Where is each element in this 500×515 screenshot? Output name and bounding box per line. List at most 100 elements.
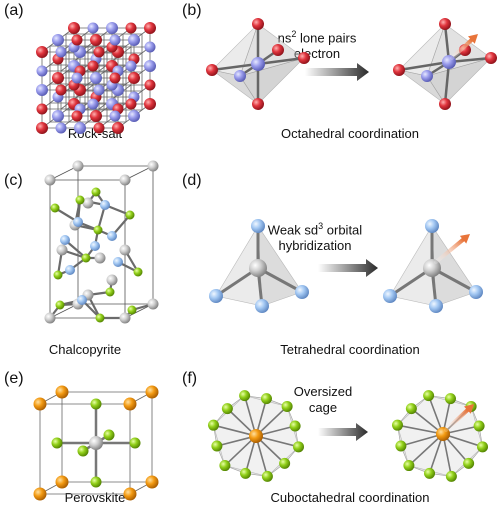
lblue-atom <box>77 295 87 305</box>
blue-atom <box>90 72 102 84</box>
lblue-atom <box>255 299 269 313</box>
gray-atom <box>147 160 159 172</box>
bond-line <box>224 435 257 467</box>
green-atom <box>51 437 63 449</box>
lone-pair-arrow-head <box>459 234 470 244</box>
green-atom <box>103 429 115 441</box>
red-atom <box>36 46 48 58</box>
gray-atom <box>44 312 56 324</box>
green-atom <box>105 287 115 297</box>
green-atom <box>260 393 272 405</box>
gray-atom <box>249 259 267 277</box>
arrow-text-d-line2: hybridization <box>278 238 352 254</box>
blue-atom <box>421 70 433 82</box>
red-atom <box>439 98 451 110</box>
bond-line <box>408 433 444 467</box>
caption-cuboctahedral: Cuboctahedral coordination <box>270 490 430 505</box>
lblue-atom <box>429 299 443 313</box>
process-arrow <box>318 423 368 441</box>
gray-atom <box>72 160 84 172</box>
orange-atom <box>249 429 263 443</box>
green-atom <box>391 419 403 431</box>
orange-atom <box>123 487 137 501</box>
arrow-text-d-pre: Weak sd <box>267 222 319 238</box>
green-atom <box>444 393 456 405</box>
gray-atom <box>147 298 159 310</box>
bond-line <box>255 405 288 437</box>
green-atom <box>293 441 305 453</box>
green-atom <box>90 476 102 488</box>
panel-label-d: (d) <box>182 172 202 189</box>
arrow-text-f: Oversized cage <box>278 384 368 416</box>
panel-label-c: (c) <box>4 172 23 189</box>
red-atom <box>93 122 105 134</box>
arrow-text-d: Weak sd3 orbital hybridization <box>250 218 380 254</box>
caption-octahedral: Octahedral coordination <box>280 126 420 141</box>
green-atom <box>95 313 105 323</box>
red-atom <box>298 52 310 64</box>
green-atom <box>125 210 135 220</box>
caption-chalcopyrite: Chalcopyrite <box>48 342 122 357</box>
green-atom <box>403 460 415 472</box>
green-atom <box>91 187 101 197</box>
arrows-layer <box>305 34 478 441</box>
blue-atom <box>93 84 105 96</box>
gray-atom <box>119 312 131 324</box>
atoms-layer <box>33 18 497 501</box>
green-atom <box>239 390 251 402</box>
lone-pair-arrow-shaft <box>450 38 474 60</box>
lblue-atom <box>73 217 83 227</box>
bond-line <box>98 46 132 72</box>
blue-atom <box>125 60 137 72</box>
red-atom <box>206 64 218 76</box>
arrow-text-f-line1: Oversized <box>293 384 353 399</box>
octahedron-face <box>239 57 306 105</box>
green-atom <box>53 270 63 280</box>
bond-line <box>211 62 259 72</box>
red-atom <box>144 98 156 110</box>
red-atom <box>144 79 156 91</box>
gray-atom <box>56 244 68 256</box>
bond-line <box>397 424 444 435</box>
orange-atom <box>145 385 159 399</box>
caption-tetrahedral: Tetrahedral coordination <box>280 342 420 357</box>
green-atom <box>423 390 435 402</box>
gray-atom <box>94 252 106 264</box>
red-atom <box>109 72 121 84</box>
green-atom <box>77 445 89 457</box>
red-atom <box>90 34 102 46</box>
green-atom <box>133 267 143 277</box>
green-atom <box>127 305 137 315</box>
red-atom <box>272 44 284 56</box>
green-atom <box>50 203 60 213</box>
green-atom <box>405 403 417 415</box>
lblue-atom <box>107 231 117 241</box>
red-atom <box>112 122 124 134</box>
red-atom <box>52 72 64 84</box>
green-atom <box>75 195 85 205</box>
lblue-atom <box>60 235 70 245</box>
red-atom <box>125 22 137 34</box>
lblue-atom <box>113 257 123 267</box>
orange-atom <box>55 475 69 489</box>
red-atom <box>252 98 264 110</box>
blue-atom <box>36 84 48 96</box>
green-atom <box>55 300 65 310</box>
green-atom <box>289 420 301 432</box>
blue-atom <box>71 72 83 84</box>
blue-atom <box>36 65 48 77</box>
green-atom <box>473 420 485 432</box>
octahedron-face <box>426 57 493 105</box>
gray-atom <box>119 174 131 186</box>
green-atom <box>240 467 252 479</box>
bond-line <box>400 433 444 447</box>
gray-atom <box>82 197 94 209</box>
lblue-atom <box>90 241 100 251</box>
orange-atom <box>145 475 159 489</box>
blue-atom <box>144 41 156 53</box>
bond-line <box>98 84 132 110</box>
lblue-atom <box>425 219 439 233</box>
lone-pair-arrow-shaft <box>434 237 466 264</box>
red-atom <box>144 22 156 34</box>
